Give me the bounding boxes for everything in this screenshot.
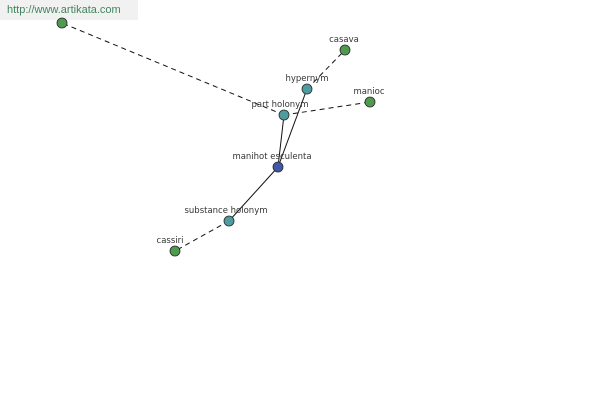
edge-part-holonym-to-top-left: [61, 22, 285, 116]
node-cassiri[interactable]: [169, 245, 181, 257]
label-cassiri: cassiri: [157, 236, 184, 246]
edge-hypernym-to-casava: [306, 49, 346, 90]
edge-manihot-esculenta-to-hypernym: [277, 88, 308, 168]
edge-manihot-esculenta-to-substance-holonym: [228, 166, 279, 222]
label-manioc: manioc: [353, 87, 384, 97]
edges-layer: [61, 22, 371, 252]
node-part-holonym[interactable]: [278, 109, 290, 121]
edge-part-holonym-to-manioc: [283, 101, 371, 116]
node-top-left[interactable]: [56, 17, 68, 29]
label-substance-holonym: substance holonym: [184, 206, 267, 216]
node-manihot-esculenta[interactable]: [272, 161, 284, 173]
node-hypernym[interactable]: [301, 83, 313, 95]
label-hypernym: hypernym: [285, 74, 328, 84]
label-manihot-esculenta: manihot esculenta: [232, 152, 311, 162]
node-manioc[interactable]: [364, 96, 376, 108]
edge-substance-holonym-to-cassiri: [174, 220, 230, 252]
watermark-link[interactable]: http://www.artikata.com: [0, 0, 138, 20]
node-substance-holonym[interactable]: [223, 215, 235, 227]
label-casava: casava: [329, 35, 359, 45]
nodes-layer: [56, 17, 376, 257]
label-part-holonym: part holonym: [252, 100, 309, 110]
labels-layer: manihot esculenta hypernym part holonym sub…: [157, 35, 385, 246]
edge-manihot-esculenta-to-part-holonym: [277, 114, 285, 168]
node-casava[interactable]: [339, 44, 351, 56]
